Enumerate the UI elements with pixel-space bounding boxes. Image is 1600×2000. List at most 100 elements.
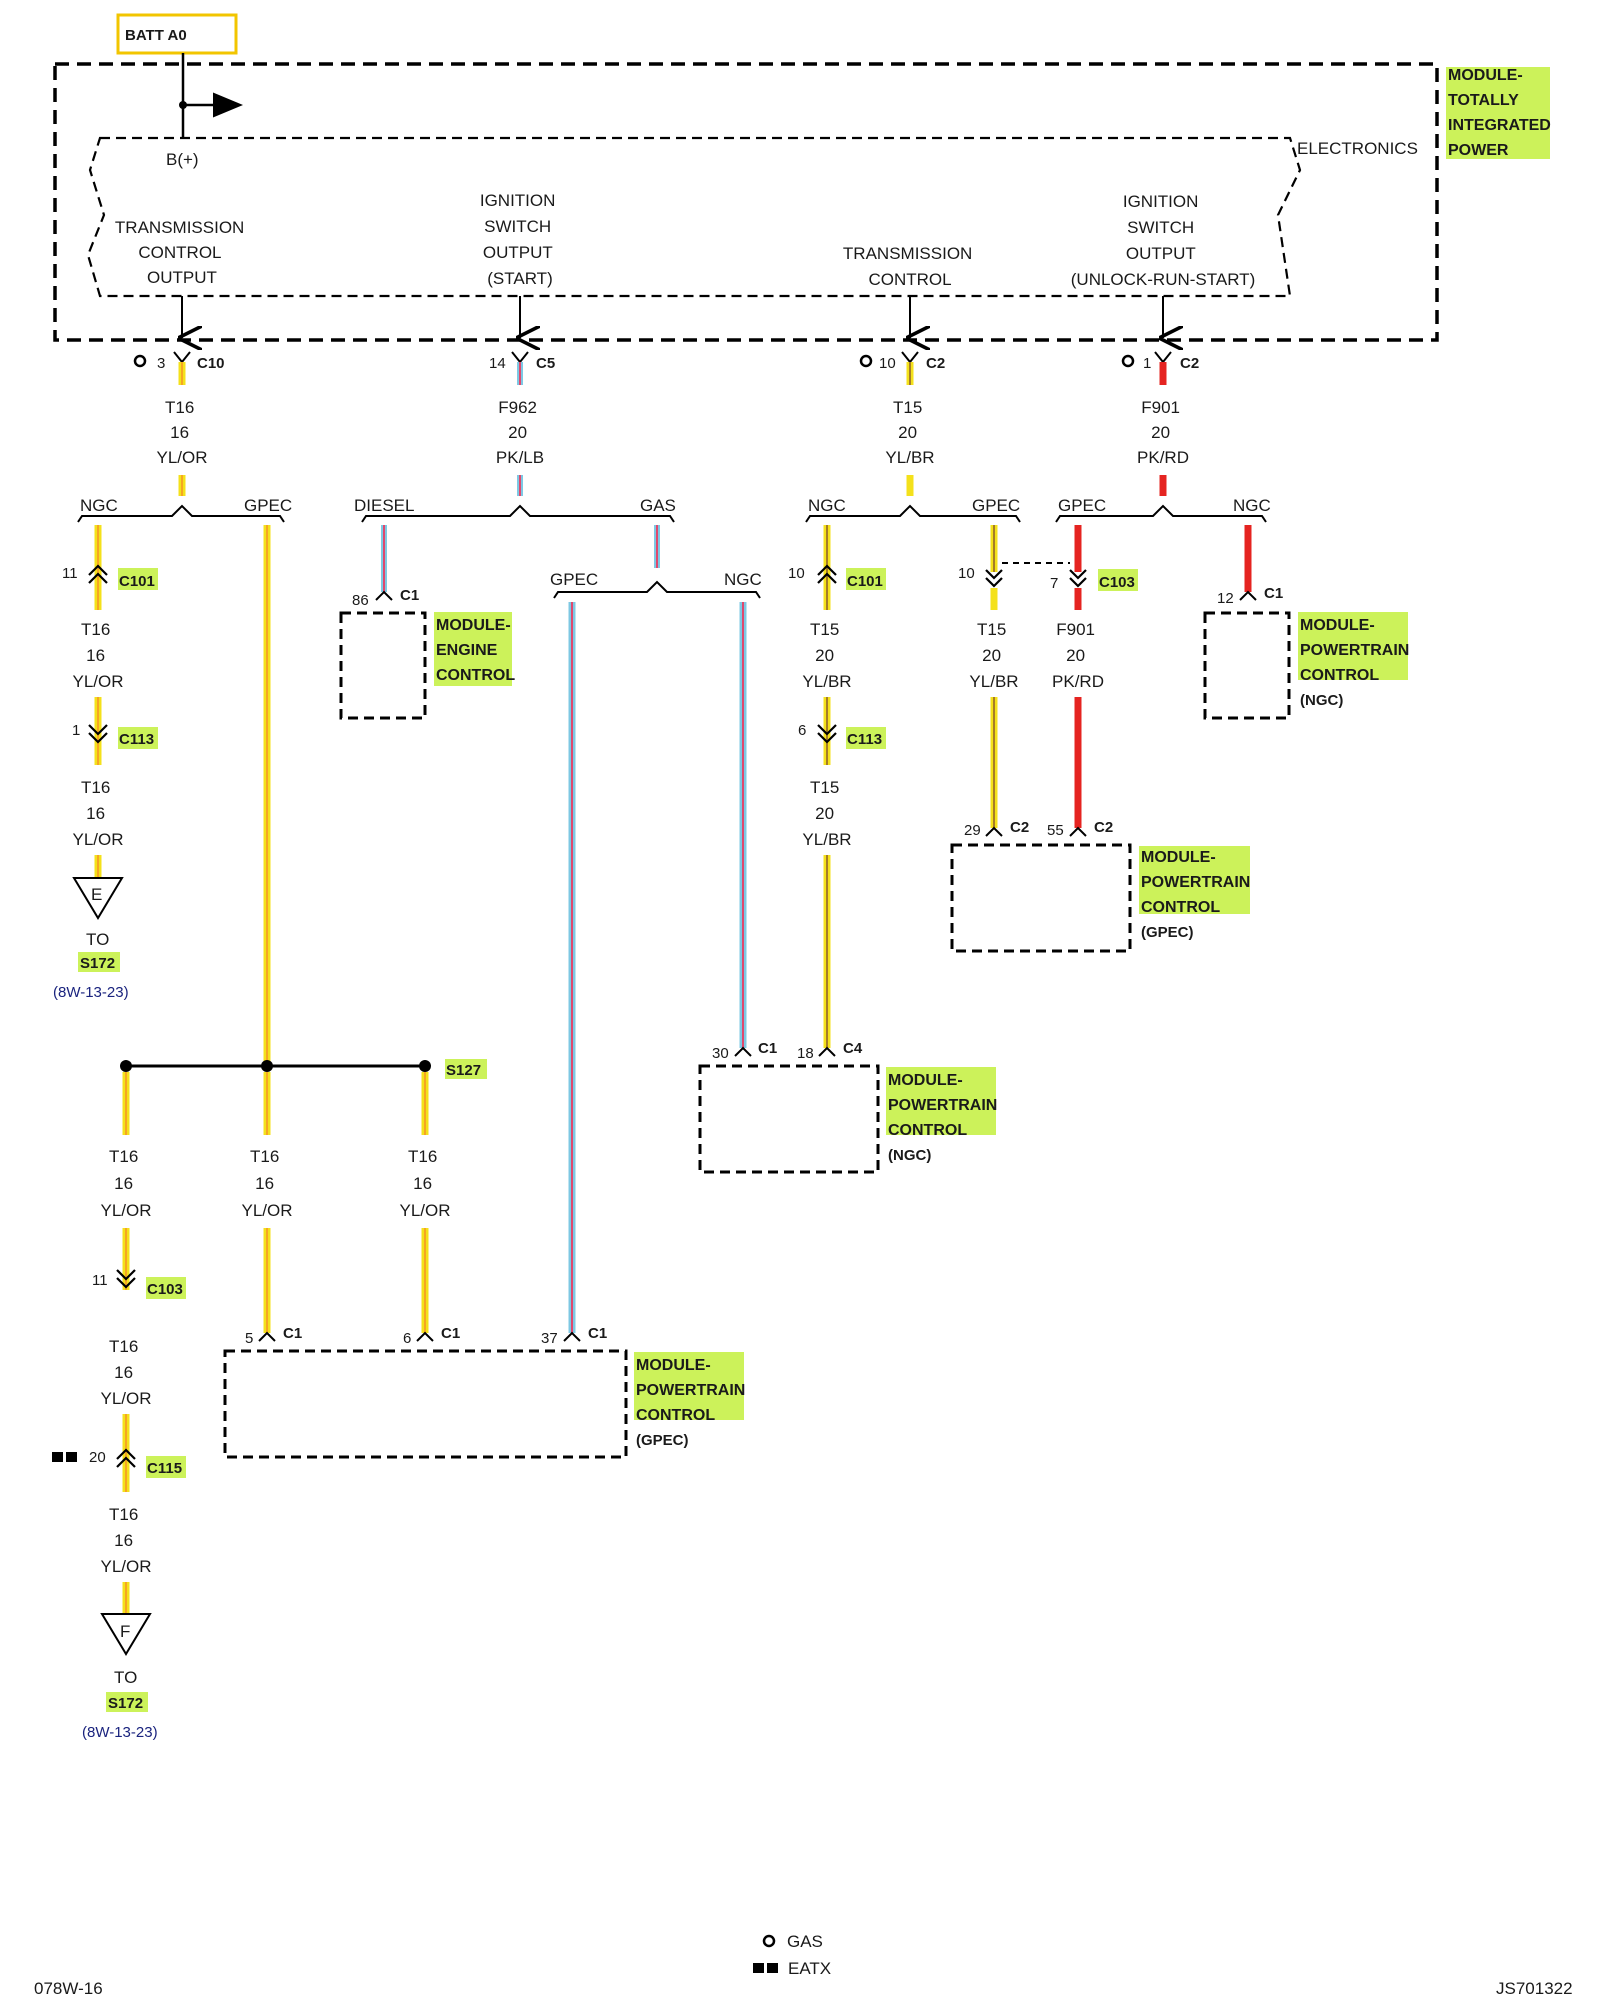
c101-col5-pin: 10 [788, 565, 805, 582]
s127-label: S127 [446, 1062, 481, 1079]
s127-wire-label-2: T16 16 YL/OR [241, 1147, 292, 1220]
col-left-bottom-wire2: T16 16 YL/OR [100, 1505, 151, 1576]
batt-label-box [116, 13, 238, 55]
pcm-gpec-bottom-pin-37-icon [563, 1331, 581, 1342]
pcm-gpec-bottom-pin-5: 5 [245, 1330, 253, 1347]
wire-label-f901: F901 20 PK/RD [1137, 398, 1189, 467]
c103-right-connector-icon [1069, 569, 1087, 588]
pcm-gpec-bottom-pin-6: 6 [403, 1330, 411, 1347]
pcm-gpec-bottom-conn-6: C1 [441, 1325, 460, 1342]
s127-node [261, 1060, 273, 1072]
pcm-gpec-bottom-conn-37: C1 [588, 1325, 607, 1342]
pcm-ngc-top-pin: 12 [1217, 590, 1234, 607]
c113-col5-connector-icon [817, 724, 837, 744]
wire-label-t15: T15 20 YL/BR [885, 398, 934, 467]
s127-wire-label-3: T16 16 YL/OR [399, 1147, 450, 1220]
c5-pin: 14 [489, 355, 506, 372]
c103-pair-name: C103 [1099, 574, 1135, 591]
pcm-ngc-top-sub: (NGC) [1300, 692, 1343, 709]
pcm-gpec-right-pin2: 55 [1047, 822, 1064, 839]
s127-node [120, 1060, 132, 1072]
pcm-gpec-right-pin1: 29 [964, 822, 981, 839]
pcm-gpec-bottom-conn-5: C1 [283, 1325, 302, 1342]
c101-col5-name: C101 [847, 573, 883, 590]
s127-wire-label-1: T16 16 YL/OR [100, 1147, 151, 1220]
legend-gas-icon [762, 1934, 776, 1948]
legend-gas-label: GAS [787, 1932, 823, 1951]
col5-wire1-label: T15 20 YL/BR [802, 620, 851, 691]
c113-col1-name: C113 [119, 731, 154, 748]
tipm-electronics-box [86, 136, 1302, 298]
col-left-bottom-to: TO [114, 1668, 137, 1687]
pcm-ngc-mid-pin1: 30 [712, 1045, 729, 1062]
pcm-ngc-mid-conn2: C4 [843, 1040, 863, 1057]
split-4-bracket [1055, 504, 1267, 523]
offpage-f-letter: F [120, 1622, 130, 1641]
tipm-outer-box [53, 62, 1439, 342]
pcm-gpec-right-name: MODULE- POWERTRAIN CONTROL [1141, 849, 1255, 916]
c115-pin: 20 [89, 1449, 106, 1466]
split-1-gpec: GPEC [244, 496, 292, 515]
c113-col1-connector-icon [88, 724, 108, 744]
s127-node [419, 1060, 431, 1072]
gas-marker-icon [133, 354, 147, 368]
pcm-gpec-right-conn2: C2 [1094, 819, 1113, 836]
bplus-label: B(+) [166, 150, 199, 169]
col5-wire2-label: T15 20 YL/BR [802, 778, 851, 849]
c103-left-pin: 10 [958, 565, 975, 582]
pcm-gpec-bottom-box [223, 1349, 628, 1459]
footer-right: JS701322 [1496, 1979, 1573, 1998]
c103-right-pin: 7 [1050, 575, 1058, 592]
col1-to: TO [86, 930, 109, 949]
col1-ref-link[interactable]: (8W-13-23) [53, 984, 129, 1001]
pcm-ngc-top-conn: C1 [1264, 585, 1283, 602]
split-3-gpec: GPEC [972, 496, 1020, 515]
electronics-label: ELECTRONICS [1297, 139, 1418, 158]
pcm-gpec-right-pin2-icon [1069, 826, 1087, 837]
c113-col5-name: C113 [847, 731, 882, 748]
split-4-ngc: NGC [1233, 496, 1271, 515]
output-ignition-switch-unlock-run-start: IGNITION SWITCH OUTPUT (UNLOCK-RUN-START… [1071, 192, 1255, 289]
c2-t15-name: C2 [926, 355, 945, 372]
c2-t15-connector-icon [901, 351, 919, 364]
pcm-gpec-right-sub: (GPEC) [1141, 924, 1194, 941]
c103-left-wire-label: T15 20 YL/BR [969, 620, 1018, 691]
c2-f901-connector-icon [1154, 351, 1172, 364]
c103-left-bottom-pin: 11 [92, 1272, 108, 1289]
pcm-gpec-bottom-pin-6-icon [416, 1331, 434, 1342]
c2-f901-name: C2 [1180, 355, 1199, 372]
legend-eatx-label: EATX [788, 1959, 831, 1978]
split-3-bracket [805, 504, 1021, 523]
col1-wire2-label: T16 16 YL/OR [72, 778, 123, 849]
output-transmission-control: TRANSMISSION CONTROL [843, 244, 977, 289]
split-4-gpec: GPEC [1058, 496, 1106, 515]
ecm-name: MODULE- ENGINE CONTROL [436, 617, 515, 684]
c5-name: C5 [536, 355, 555, 372]
split-2b-gpec: GPEC [550, 570, 598, 589]
eatx-marker-icon [52, 1452, 63, 1462]
pcm-gpec-bottom-sub: (GPEC) [636, 1432, 689, 1449]
c115-connector-icon [116, 1448, 136, 1468]
c113-col1-pin: 1 [72, 722, 80, 739]
pcm-ngc-top-connector-icon [1239, 590, 1257, 601]
legend-eatx-icon [753, 1963, 764, 1973]
split-2b-ngc: NGC [724, 570, 762, 589]
gas-marker-icon [1121, 354, 1135, 368]
col-left-bottom-ref-link[interactable]: (8W-13-23) [82, 1724, 158, 1741]
split-1-bracket [77, 504, 285, 523]
pcm-gpec-right-conn1: C2 [1010, 819, 1029, 836]
offpage-e-letter: E [91, 885, 102, 904]
col1-s172: S172 [80, 955, 115, 972]
c101-col1-name: C101 [119, 573, 155, 590]
c103-left-connector-icon [985, 569, 1003, 588]
c113-col5-pin: 6 [798, 722, 806, 739]
pcm-ngc-top-box [1203, 611, 1291, 720]
split-2b-bracket [553, 580, 761, 599]
pcm-ngc-mid-name: MODULE- POWERTRAIN CONTROL [888, 1072, 1002, 1139]
col-left-bottom-wire1: T16 16 YL/OR [100, 1337, 151, 1408]
ecm-conn: C1 [400, 587, 419, 604]
ecm-connector-icon [375, 590, 393, 601]
offpage-connector-f-icon [100, 1613, 152, 1656]
c101-col1-pin: 11 [62, 565, 78, 582]
